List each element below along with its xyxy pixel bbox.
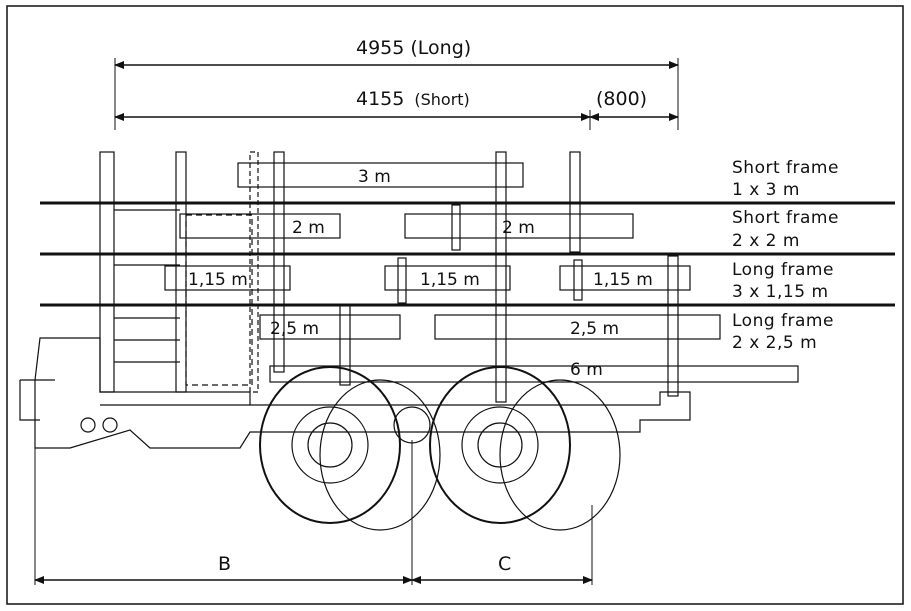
- frame-4-name: Long frame: [732, 311, 834, 331]
- frame-4-spec: 2 x 2,5 m: [732, 333, 817, 353]
- bunk-label-25-left: 2,5 m: [270, 319, 319, 339]
- frame-3-spec: 3 x 1,15 m: [732, 282, 829, 302]
- bunk-label-115-right: 1,15 m: [593, 270, 653, 290]
- dimension-extension-label: (800): [596, 88, 647, 110]
- frame-structure: [19, 151, 799, 531]
- frame-1-name: Short frame: [732, 158, 839, 178]
- dimension-long-label: 4955 (Long): [356, 37, 471, 59]
- dimension-c-label: C: [498, 553, 511, 575]
- diagram-border: [6, 5, 904, 605]
- bunk-label-3m: 3 m: [358, 167, 391, 187]
- dimension-bottom: [34, 440, 593, 585]
- bunk-label-2m-left: 2 m: [292, 218, 325, 238]
- frame-3-name: Long frame: [732, 260, 834, 280]
- dimension-b-label: B: [218, 553, 231, 575]
- dimension-short: [114, 110, 679, 130]
- frame-2-spec: 2 x 2 m: [732, 231, 800, 251]
- bunk-label-6m: 6 m: [570, 360, 603, 380]
- bunk-label-25-right: 2,5 m: [570, 319, 619, 339]
- frame-1-spec: 1 x 3 m: [732, 180, 800, 200]
- bunk-label-115-left: 1,15 m: [188, 270, 248, 290]
- bunk-label-2m-right: 2 m: [502, 218, 535, 238]
- bunk-label-115-middle: 1,15 m: [420, 270, 480, 290]
- dimension-short-label: 4155(Short): [356, 88, 470, 110]
- frame-separators: [40, 201, 895, 307]
- frame-2-name: Short frame: [732, 208, 839, 228]
